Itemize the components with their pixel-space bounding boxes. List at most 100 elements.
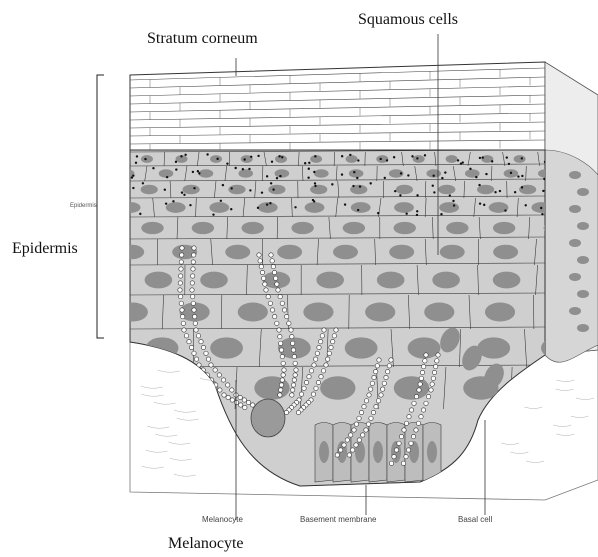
cell-nucleus [141,155,153,163]
melanin-granule [290,341,294,345]
melanin-granule [287,321,291,325]
melanin-granule [397,441,401,445]
cell-nucleus [493,245,518,260]
melanin-granule [190,288,194,292]
side-nucleus [569,273,581,281]
melanin-granule [192,246,196,250]
granule [222,184,224,186]
melanin-granule [354,443,358,447]
melanin-granule [357,416,361,420]
melanin-granule [373,369,377,373]
melanin-granule [293,361,297,365]
granule [152,167,154,169]
granule [349,154,351,156]
melanin-granule [411,434,415,438]
melanin-granule [278,294,282,298]
granule [416,210,418,212]
granule [416,194,418,196]
melanin-granule [225,383,229,387]
granule [479,202,481,204]
melanin-granule [362,404,366,408]
melanin-granule [264,288,268,292]
melanin-granule [199,339,203,343]
granule [353,171,355,173]
granule [399,194,401,196]
melanin-granule [277,328,281,332]
inner-epidermis-label: Epidermis [70,203,97,209]
inner-basal-cell-label: Basal cell [458,515,492,524]
granule [478,184,480,186]
melanin-granule [278,388,282,392]
granule [499,190,501,192]
granule [192,171,194,173]
melanin-granule [191,301,195,305]
granule [384,177,386,179]
melanin-granule [322,328,326,332]
cell-nucleus [316,272,344,289]
cell-nucleus [210,155,222,163]
melanin-granule [329,345,333,349]
granule [314,155,316,157]
cell-nucleus [314,169,329,177]
melanin-granule [238,395,242,399]
melanin-granule [367,393,371,397]
melanin-granule [364,399,368,403]
granule [294,206,296,208]
melanin-granule [230,398,234,402]
melanin-granule [275,321,279,325]
granule [242,168,244,170]
melanin-granule [321,369,325,373]
melanin-granule [348,433,352,437]
granule [411,155,413,157]
granule [308,168,310,170]
melanin-granule [179,260,183,264]
melanin-granule [290,334,294,338]
cell-wall [126,217,128,239]
granule [266,175,268,177]
melanin-granule [424,353,428,357]
cell-nucleus [394,376,429,400]
cell-nucleus [389,245,414,260]
melanocyte-label: Melanocyte [168,535,244,553]
melanin-granule [281,361,285,365]
melanin-granule [226,395,230,399]
melanin-granule [268,301,272,305]
granule [386,159,388,161]
cell-nucleus [209,202,229,213]
melanin-granule [394,448,398,452]
granule [369,182,371,184]
basal-nucleus [319,441,329,463]
granule [278,155,280,157]
granule [494,191,496,193]
cell-nucleus [119,245,144,260]
cell-nucleus [394,202,414,213]
melanin-granule [278,334,282,338]
melanin-granule [429,388,433,392]
cell-nucleus [432,272,460,289]
granule [206,153,208,155]
cell-wall [106,166,108,181]
melanin-granule [213,368,217,372]
melanin-granule [180,308,184,312]
melanin-granule [389,358,393,362]
melanin-granule [270,308,274,312]
granule [164,188,166,190]
melanin-granule [184,334,188,338]
granule [270,182,272,184]
melanin-granule [272,314,276,318]
granule [540,207,542,209]
melanin-granule [201,345,205,349]
granule [125,213,127,215]
melanin-granule [424,401,428,405]
melanin-granule [292,378,296,382]
melanin-granule [401,461,405,465]
cell-nucleus [333,245,358,260]
melanin-granule [350,448,354,452]
melanin-granule [193,321,197,325]
cell-nucleus [166,202,186,213]
melanin-granule [290,388,294,392]
cell-nucleus [192,222,214,234]
granule [308,162,310,164]
melanin-granule [180,246,184,250]
melanin-granule [192,351,196,355]
